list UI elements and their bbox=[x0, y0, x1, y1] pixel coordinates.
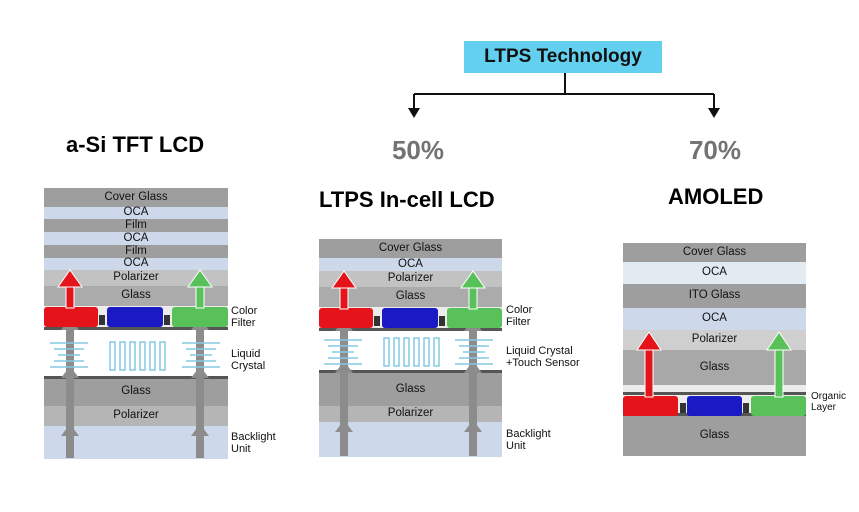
asi-layer-polarizer-top: Polarizer bbox=[44, 270, 228, 286]
asi-layer-glass-top: Glass bbox=[44, 286, 228, 306]
asi-red-arrow bbox=[57, 269, 83, 309]
ltps-layer-polarizer-top: Polarizer bbox=[319, 271, 502, 287]
asi-layer-film-2: Film bbox=[44, 245, 228, 258]
amoled-green-arrow bbox=[766, 331, 792, 398]
asi-layer-cover-glass: Cover Glass bbox=[44, 188, 228, 207]
asi-layer-oca-1: OCA bbox=[44, 207, 228, 219]
amoled-layer-glass-bottom: Glass bbox=[623, 415, 806, 456]
amoled-layer-oca-2: OCA bbox=[623, 308, 806, 330]
amoled-layer-oca-1: OCA bbox=[623, 262, 806, 284]
amoled-layer-cover-glass: Cover Glass bbox=[623, 243, 806, 262]
amoled-blue-pixel bbox=[687, 396, 742, 416]
title-amoled: AMOLED bbox=[668, 184, 764, 209]
amoled-red-pixel bbox=[623, 396, 678, 416]
asi-lc-molecules bbox=[50, 341, 220, 371]
ltps-green-filter bbox=[447, 308, 502, 328]
percent-70: 70% bbox=[688, 135, 742, 165]
ltps-layer-glass-top: Glass bbox=[319, 287, 502, 307]
ltps-red-arrow bbox=[331, 270, 357, 310]
asi-layer-oca-2: OCA bbox=[44, 232, 228, 245]
title-ltps-incell-lcd: LTPS In-cell LCD bbox=[319, 187, 495, 212]
ltps-red-filter bbox=[319, 308, 373, 328]
asi-blue-filter bbox=[107, 307, 163, 327]
percent-50: 50% bbox=[391, 135, 445, 165]
title-asi-tft-lcd: a-Si TFT LCD bbox=[66, 132, 205, 157]
asi-layer-oca-3: OCA bbox=[44, 258, 228, 270]
amoled-green-pixel bbox=[751, 396, 806, 416]
asi-layer-polarizer-bottom: Polarizer bbox=[44, 406, 228, 426]
asi-stack: Cover Glass OCA Film OCA Film OCA Polari… bbox=[44, 188, 228, 459]
ltps-layer-polarizer-bottom: Polarizer bbox=[319, 406, 502, 422]
ltps-blue-filter bbox=[382, 308, 438, 328]
ltps-liquid-crystal-label: Liquid Crystal+Touch Sensor bbox=[506, 345, 580, 369]
asi-red-filter bbox=[44, 307, 98, 327]
amoled-red-arrow bbox=[636, 331, 662, 398]
ltps-layer-cover-glass: Cover Glass bbox=[319, 239, 502, 258]
ltps-lc-molecules bbox=[324, 337, 493, 367]
asi-green-filter bbox=[172, 307, 228, 327]
asi-green-arrow bbox=[187, 269, 213, 309]
ltps-technology-box: LTPS Technology bbox=[464, 41, 662, 73]
amoled-layer-polarizer: Polarizer bbox=[623, 330, 806, 350]
ltps-layer-oca: OCA bbox=[319, 258, 502, 271]
asi-layer-film-1: Film bbox=[44, 219, 228, 232]
amoled-layer-ito-glass: ITO Glass bbox=[623, 284, 806, 308]
ltps-green-arrow bbox=[460, 270, 486, 310]
